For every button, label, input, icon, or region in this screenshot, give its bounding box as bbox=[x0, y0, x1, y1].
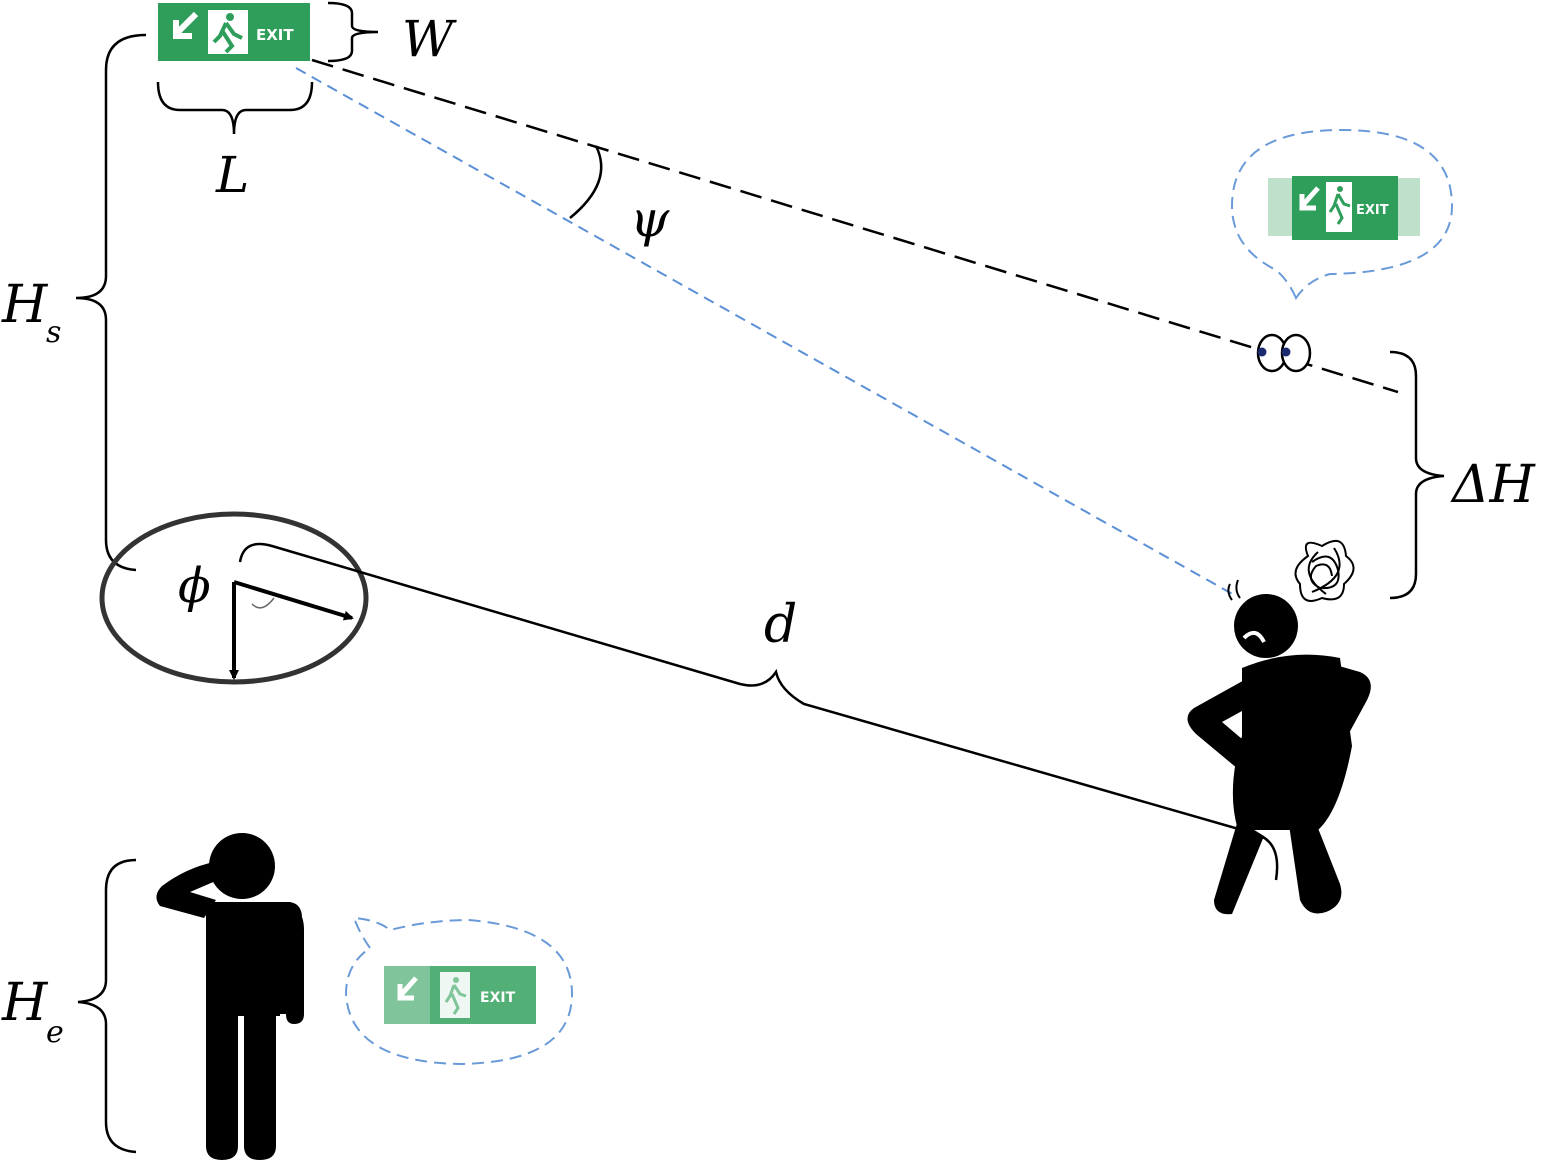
hs-brace bbox=[75, 33, 147, 572]
exit-sign-icon: EXIT bbox=[158, 3, 310, 61]
psi-angle-arc bbox=[569, 145, 603, 219]
label-he: H bbox=[1, 973, 49, 1033]
w-brace bbox=[327, 1, 379, 63]
phi-angle-arc bbox=[251, 597, 275, 609]
l-brace bbox=[156, 81, 314, 135]
arrow-right bbox=[233, 580, 354, 621]
he-brace bbox=[77, 858, 137, 1154]
label-w: W bbox=[402, 10, 457, 68]
label-l: L bbox=[215, 146, 249, 204]
label-d: d bbox=[764, 595, 797, 655]
label-he-subscript: e bbox=[46, 1015, 64, 1050]
viewing-angle-ellipse bbox=[99, 511, 369, 685]
confused-scribble-icon bbox=[1294, 539, 1355, 602]
exit-sign-faded-icon: EXIT bbox=[384, 966, 536, 1024]
exit-sign-faded-text: EXIT bbox=[1356, 203, 1389, 218]
label-psi: ψ bbox=[630, 190, 670, 248]
person-icon bbox=[156, 833, 304, 1160]
label-delta-h: ΔH bbox=[1450, 455, 1537, 515]
sightline-blue-dashed bbox=[295, 67, 1237, 597]
exit-sign-faded-text: EXIT bbox=[480, 990, 516, 1006]
eyes-icon bbox=[1256, 333, 1312, 373]
thought-bubble-right: EXIT bbox=[1230, 128, 1454, 301]
d-brace bbox=[238, 542, 1279, 881]
label-hs-subscript: s bbox=[46, 315, 61, 350]
thought-bubble-bottom: EXIT bbox=[344, 916, 574, 1066]
label-phi: ϕ bbox=[178, 558, 211, 614]
running-man-icon bbox=[208, 10, 248, 54]
exit-sign-faded-icon: EXIT bbox=[1268, 176, 1420, 240]
sightline-black-dashed bbox=[311, 58, 1399, 394]
exit-sign-text: EXIT bbox=[256, 26, 294, 44]
delta-h-brace bbox=[1389, 350, 1445, 600]
arrow-down-left-icon bbox=[173, 11, 199, 39]
person-icon bbox=[1187, 579, 1371, 915]
label-hs: H bbox=[1, 275, 49, 335]
